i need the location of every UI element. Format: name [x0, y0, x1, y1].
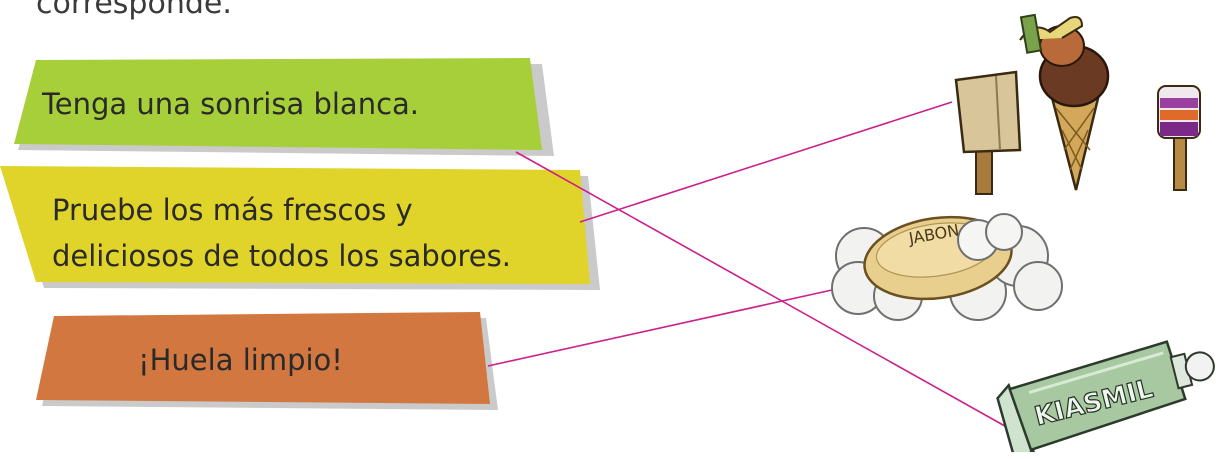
soap-icon[interactable]: JABON — [828, 196, 1068, 326]
card-shape — [36, 312, 498, 410]
phrase-text: ¡Huela limpio! — [138, 343, 343, 377]
ice-cream-icon[interactable] — [950, 0, 1220, 200]
card-fill — [36, 312, 490, 404]
phrase-text-line-2: deliciosos de todos los sabores. — [52, 239, 511, 273]
card-shape — [14, 58, 554, 156]
phrase-card-smile[interactable]: Tenga una sonrisa blanca. — [14, 58, 554, 158]
card-fill — [0, 166, 590, 284]
phrase-text: Tenga una sonrisa blanca. — [42, 87, 420, 121]
connection-line-clean-soap — [487, 289, 833, 367]
phrase-text-line-1: Pruebe los más frescos y — [52, 193, 413, 227]
toothpaste-icon[interactable]: KIASMIL — [990, 322, 1220, 452]
card-shape — [0, 166, 600, 290]
connection-line-flavors-icecream — [579, 101, 953, 223]
phrase-card-flavors[interactable]: Pruebe los más frescos y deliciosos de t… — [0, 166, 600, 292]
phrase-card-clean[interactable]: ¡Huela limpio! — [36, 312, 498, 412]
card-fill — [14, 58, 542, 150]
connection-line-smile-toothpaste — [515, 151, 1013, 431]
instruction-text: corresponde. — [36, 0, 232, 21]
